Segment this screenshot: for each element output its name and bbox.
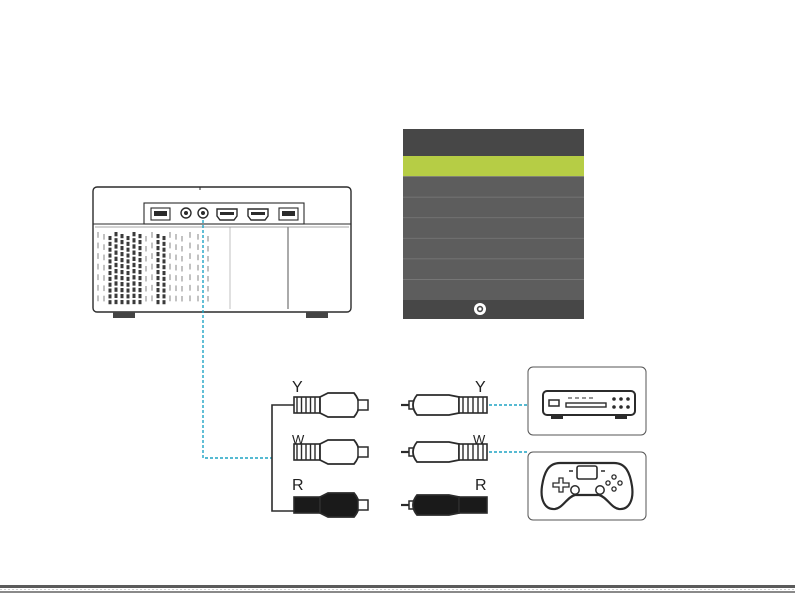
right-label-w: W	[473, 432, 486, 447]
bottom-bar	[0, 585, 795, 593]
menu-row	[403, 197, 584, 218]
right-plug-y	[401, 395, 487, 415]
dvd-player-icon	[543, 391, 635, 419]
cable-bracket	[272, 405, 294, 511]
plug-collar	[358, 400, 368, 410]
menu-row	[403, 279, 584, 300]
menu-row	[403, 177, 584, 198]
menu-footer	[403, 300, 584, 319]
projector-foot-right	[306, 312, 328, 318]
projector	[93, 187, 351, 318]
plug-body	[320, 393, 359, 417]
plug-grip	[294, 497, 320, 513]
right-cable-plugs	[401, 395, 487, 515]
left-label-r: R	[292, 477, 304, 494]
plug-body	[320, 440, 359, 464]
left-label-y: Y	[292, 379, 303, 396]
target-circle-icon	[474, 303, 486, 315]
plug-grip	[459, 397, 487, 413]
right-label-r: R	[475, 477, 487, 494]
dvd-player-device	[528, 367, 646, 435]
right-label-y: Y	[475, 379, 486, 396]
menu-row	[403, 259, 584, 280]
source-menu	[403, 129, 584, 319]
menu-row-selected	[403, 156, 584, 177]
plug-grip	[459, 497, 487, 513]
right-plug-r	[401, 495, 487, 515]
left-label-w: W	[292, 432, 305, 447]
menu-header	[403, 129, 584, 156]
plug-collar	[358, 500, 368, 510]
left-cable-plugs	[294, 393, 368, 517]
left-plug-r	[294, 493, 368, 517]
left-plug-w	[294, 440, 368, 464]
plug-body	[413, 495, 459, 515]
left-plug-y	[294, 393, 368, 417]
gamepad-device	[528, 452, 646, 520]
menu-row	[403, 238, 584, 259]
plug-collar	[358, 447, 368, 457]
plug-grip	[294, 397, 320, 413]
menu-row	[403, 218, 584, 239]
plug-body	[413, 442, 459, 462]
plug-body	[320, 493, 359, 517]
plug-body	[413, 395, 459, 415]
projector-foot-left	[113, 312, 135, 318]
